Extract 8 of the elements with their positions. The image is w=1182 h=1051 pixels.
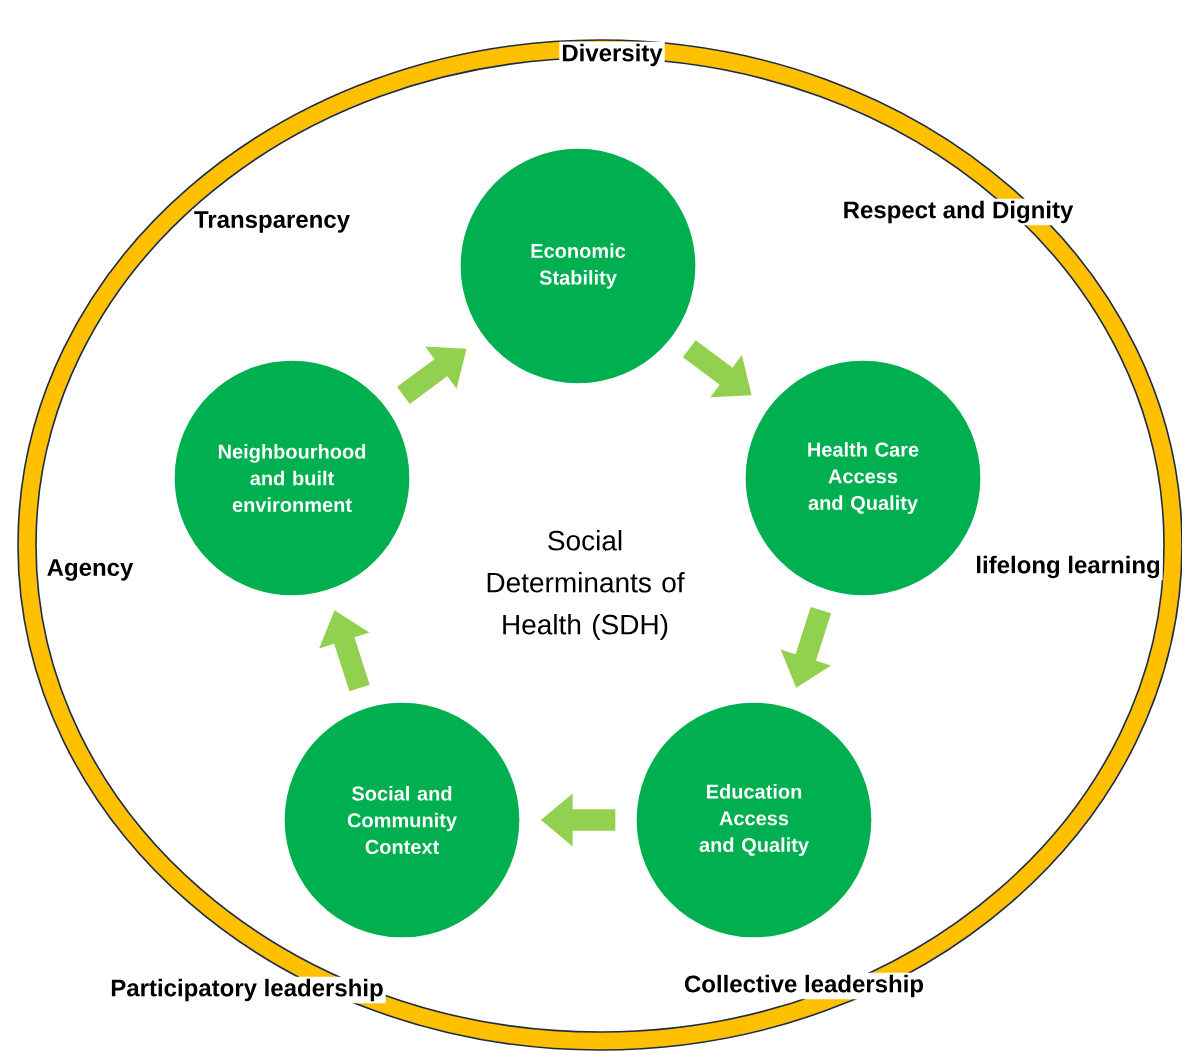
value-label: lifelong learning [973,553,1163,581]
value-label: Agency [44,557,136,583]
value-label: Transparency [191,209,353,235]
value-label: Respect and Dignity [840,198,1076,226]
value-label: Diversity [559,41,665,69]
value-label: Participatory leadership [108,976,386,1004]
value-label: Collective leadership [681,972,927,1000]
center-title: Social Determinants of Health (SDH) [487,529,685,641]
